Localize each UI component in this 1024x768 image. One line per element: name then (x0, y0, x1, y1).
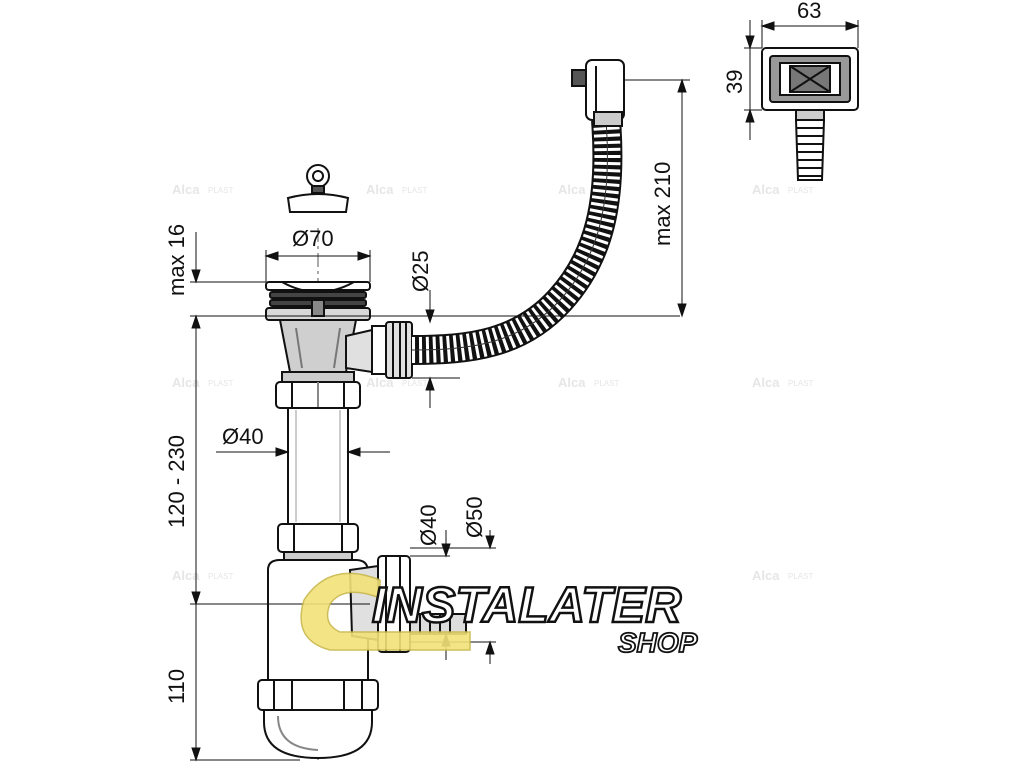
svg-text:PLAST: PLAST (402, 379, 427, 388)
watermark: Alca PLAST (366, 182, 427, 197)
plug-stopper (286, 164, 350, 213)
watermark: Alca PLAST (752, 182, 813, 197)
svg-text:PLAST: PLAST (208, 572, 233, 581)
svg-text:Alca: Alca (366, 375, 394, 390)
svg-text:PLAST: PLAST (788, 572, 813, 581)
instalater-shop-logo: INSTALATER SHOP (300, 572, 699, 659)
watermark: Alca PLAST (366, 375, 427, 390)
svg-text:PLAST: PLAST (788, 379, 813, 388)
dim-w63: 63 (797, 0, 821, 23)
watermark: Alca PLAST (172, 182, 233, 197)
dimension-lines (190, 20, 860, 762)
dim-range: 120 - 230 (164, 435, 189, 528)
svg-text:Alca: Alca (172, 182, 200, 197)
svg-text:Alca: Alca (558, 182, 586, 197)
dim-h110: 110 (164, 669, 189, 704)
svg-text:Alca: Alca (752, 182, 780, 197)
watermark: Alca PLAST (172, 568, 233, 583)
vertical-tube (287, 407, 349, 525)
overflow-front-view (761, 47, 859, 181)
svg-text:Alca: Alca (558, 375, 586, 390)
svg-text:Alca: Alca (752, 375, 780, 390)
svg-text:PLAST: PLAST (208, 186, 233, 195)
dim-h39: 39 (722, 70, 747, 94)
dim-d50-outlet: Ø50 (462, 496, 487, 538)
svg-text:Alca: Alca (752, 568, 780, 583)
dim-d70: Ø70 (292, 226, 334, 251)
dim-max210: max 210 (650, 162, 675, 246)
dim-d40-tube: Ø40 (222, 424, 264, 449)
svg-text:PLAST: PLAST (594, 379, 619, 388)
svg-text:PLAST: PLAST (788, 186, 813, 195)
dimension-labels: max 16 Ø70 Ø25 max 210 63 39 120 - 230 Ø… (164, 0, 821, 704)
watermark: Alca PLAST (752, 568, 813, 583)
logo-accent-shape (300, 572, 471, 651)
logo-sub-text: SHOP (618, 627, 698, 658)
svg-text:Alca: Alca (172, 375, 200, 390)
logo-main-text: INSTALATER (372, 577, 681, 633)
dim-d25: Ø25 (408, 250, 433, 292)
dim-d40-outlet: Ø40 (416, 504, 441, 546)
svg-text:PLAST: PLAST (402, 186, 427, 195)
watermark: Alca PLAST (752, 375, 813, 390)
strainer-head (265, 281, 371, 373)
svg-text:PLAST: PLAST (208, 379, 233, 388)
watermark: Alca PLAST (558, 375, 619, 390)
dim-max16: max 16 (164, 224, 189, 296)
svg-text:Alca: Alca (366, 182, 394, 197)
lower-nut (277, 523, 359, 561)
upper-nut (275, 371, 361, 409)
overflow-connector (345, 321, 413, 379)
overflow-hose (411, 118, 623, 365)
svg-text:Alca: Alca (172, 568, 200, 583)
overflow-head (571, 59, 625, 127)
watermark: Alca PLAST (172, 375, 233, 390)
